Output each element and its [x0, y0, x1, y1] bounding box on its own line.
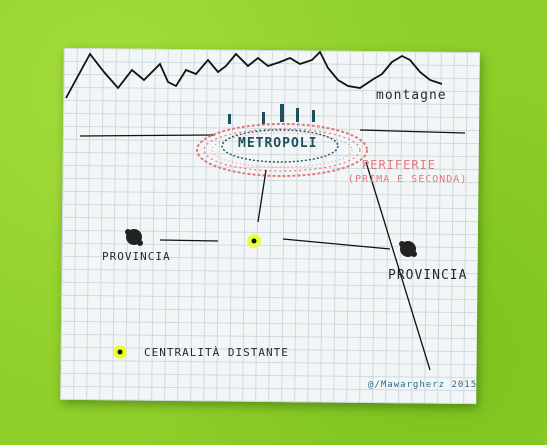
- divider-left: [79, 134, 216, 137]
- line-left-province: [159, 239, 219, 242]
- label-province-right: PROVINCIA: [388, 268, 468, 283]
- line-metro-down: [257, 169, 267, 223]
- metropolis-core: [221, 129, 339, 163]
- mountain-range: [65, 50, 443, 99]
- label-mountains: montagne: [376, 88, 447, 103]
- label-province-left: PROVINCIA: [102, 250, 171, 263]
- line-right-province: [282, 238, 391, 250]
- label-metropolis: METROPOLI: [238, 136, 318, 151]
- label-distant-centrality: CENTRALITÀ DISTANTE: [144, 346, 289, 359]
- label-suburbs-note: (PRIMA E SECONDA): [348, 174, 468, 185]
- signature: @/Mawargherz 2015: [368, 380, 478, 390]
- divider-right: [359, 129, 466, 134]
- line-right-vertical: [365, 161, 431, 371]
- suburbs-ring: [196, 123, 368, 177]
- label-suburbs: PERIFERIE: [362, 158, 437, 172]
